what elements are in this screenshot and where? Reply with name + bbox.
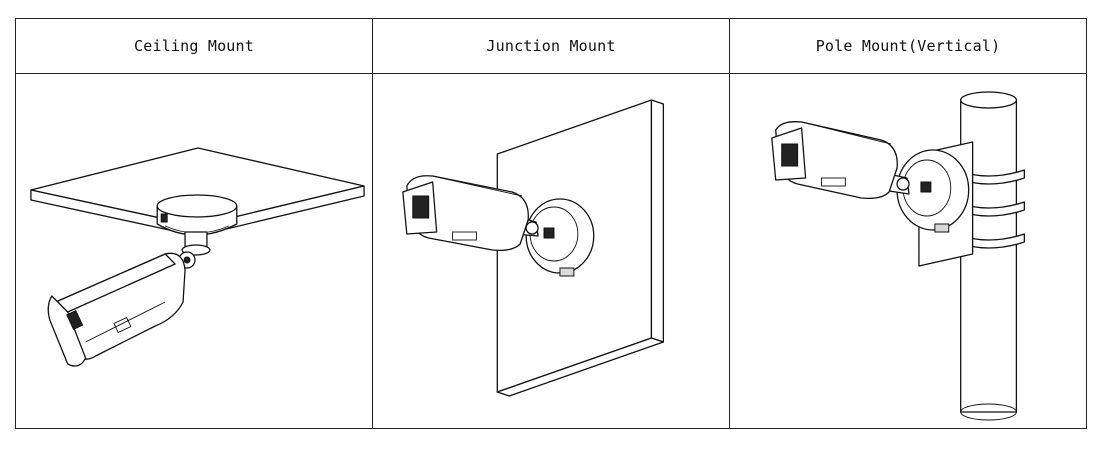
pole-mount-illustration — [771, 91, 1025, 421]
illustration-row — [15, 73, 1087, 429]
ceiling-mount-illustration — [30, 147, 365, 367]
header-row: Ceiling Mount Junction Mount Pole Mount(… — [15, 18, 1087, 74]
mount-options-table: Ceiling Mount Junction Mount Pole Mount(… — [15, 18, 1087, 429]
junction-mount-cell — [372, 73, 730, 429]
pole-mount-cell — [729, 73, 1087, 429]
junction-mount-illustration — [402, 99, 665, 397]
header-pole-mount: Pole Mount(Vertical) — [729, 18, 1087, 74]
ceiling-mount-cell — [15, 73, 373, 429]
header-ceiling-mount: Ceiling Mount — [15, 18, 373, 74]
header-junction-mount: Junction Mount — [372, 18, 730, 74]
